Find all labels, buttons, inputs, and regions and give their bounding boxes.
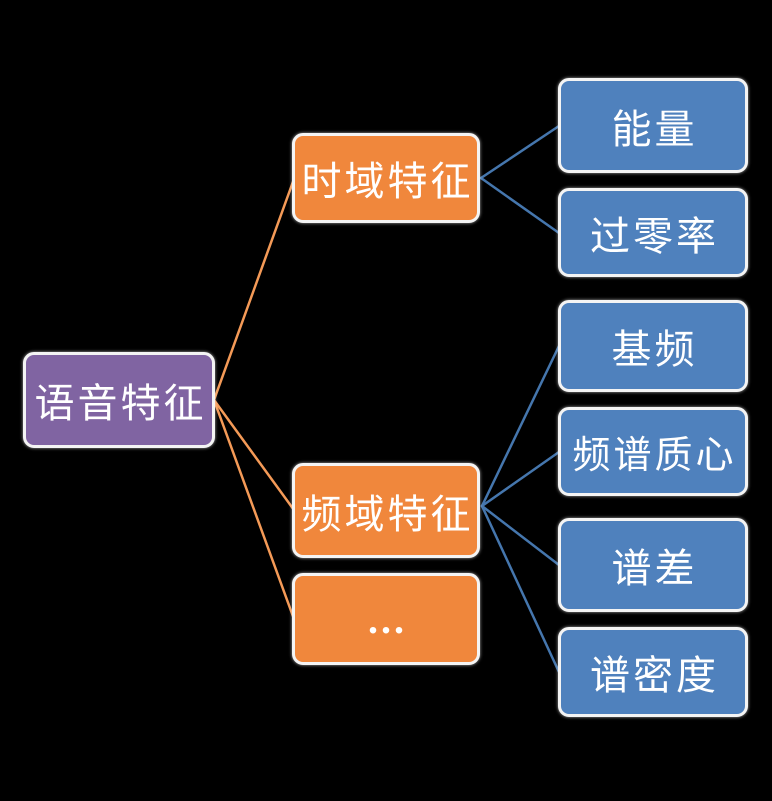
connector-freq-to-spectral-density xyxy=(480,504,561,674)
node-speech-features-label: 语音特征 xyxy=(34,381,207,426)
node-speech-features: 语音特征 xyxy=(23,352,215,448)
node-time-domain-features: 时域特征 xyxy=(292,133,480,223)
node-other-features-label: ... xyxy=(368,596,407,642)
connector-freq-to-fundamental-frequency xyxy=(480,344,561,508)
node-energy-label: 能量 xyxy=(611,106,698,152)
connector-root-to-other xyxy=(212,398,296,621)
connector-root-to-time-domain xyxy=(212,177,296,402)
node-zero-crossing-rate-label: 过零率 xyxy=(590,213,719,259)
connector-time-to-energy xyxy=(479,124,561,180)
node-energy: 能量 xyxy=(558,78,748,173)
connector-root-to-frequency-domain xyxy=(212,398,296,512)
node-frequency-domain-features: 频域特征 xyxy=(292,463,480,558)
node-fundamental-frequency: 基频 xyxy=(558,300,748,392)
connector-freq-to-spectral-centroid xyxy=(480,450,561,508)
node-spectral-density-label: 谱密度 xyxy=(590,653,719,698)
connector-time-to-zero-crossing-rate xyxy=(479,176,561,235)
node-frequency-domain-features-label: 频域特征 xyxy=(301,491,474,537)
node-spectral-centroid: 频谱质心 xyxy=(558,407,748,496)
node-spectral-centroid-label: 频谱质心 xyxy=(572,435,737,477)
node-spectral-difference-label: 谱差 xyxy=(611,546,698,591)
node-fundamental-frequency-label: 基频 xyxy=(611,327,698,372)
node-other-features-ellipsis: ... xyxy=(292,573,480,665)
node-time-domain-features-label: 时域特征 xyxy=(301,159,474,204)
connector-freq-to-spectral-difference xyxy=(480,504,561,567)
node-zero-crossing-rate: 过零率 xyxy=(558,188,748,277)
node-spectral-difference: 谱差 xyxy=(558,518,748,612)
node-spectral-density: 谱密度 xyxy=(558,627,748,717)
